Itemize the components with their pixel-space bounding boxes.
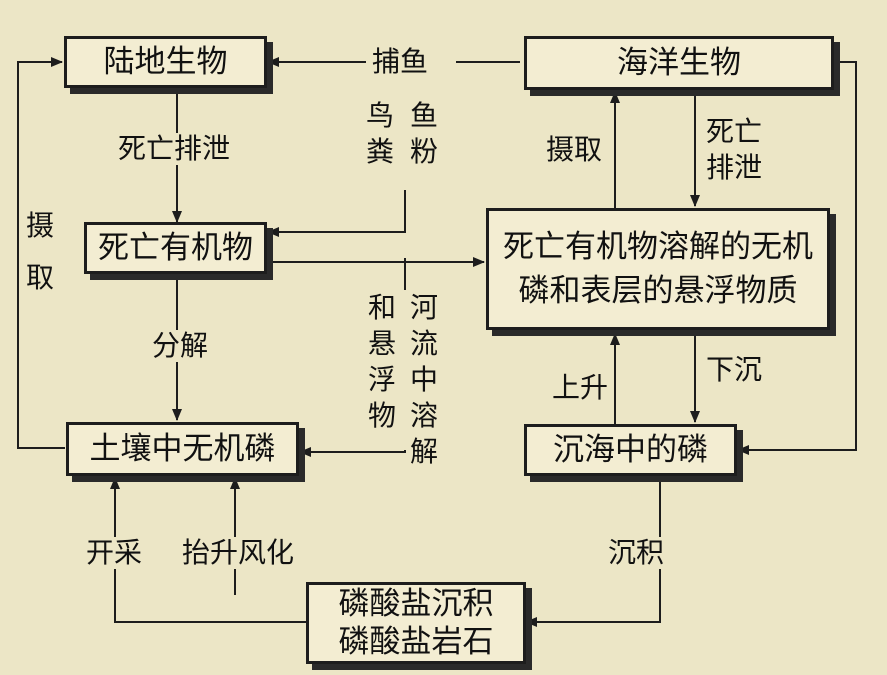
phosphate-rock-label: 磷酸盐岩石 xyxy=(338,624,494,660)
sea-sediment-phosphorus-box: 沉海中的磷 xyxy=(524,424,737,476)
upwelling-label: 上升 xyxy=(552,371,609,404)
phosphate-deposit-label: 磷酸盐沉积 xyxy=(338,586,494,622)
fishing-label: 捕鱼 xyxy=(372,45,429,78)
phosphate-rock-box: 磷酸盐沉积 磷酸盐岩石 xyxy=(306,582,526,664)
and-suspended-label: 和悬浮物 xyxy=(367,291,396,432)
dead-organic-matter-label: 死亡有机物 xyxy=(98,230,253,266)
sea-sediment-phosphorus-label: 沉海中的磷 xyxy=(553,432,708,468)
dissolved-phosphorus-line1: 死亡有机物溶解的无机 xyxy=(503,229,813,265)
arrow-mining xyxy=(110,477,306,623)
guano-label: 鸟粪 xyxy=(365,99,394,168)
ocean-organisms-box: 海洋生物 xyxy=(524,36,834,90)
dissolved-phosphorus-box: 死亡有机物溶解的无机 磷和表层的悬浮物质 xyxy=(486,208,830,330)
uptake-land-label: 摄取 xyxy=(25,209,54,294)
arrow-deposition xyxy=(525,476,661,627)
river-dissolved-label: 河流中溶解 xyxy=(409,291,438,468)
decompose-label: 分解 xyxy=(150,329,211,362)
death-excretion-land-label: 死亡排泄 xyxy=(116,132,233,165)
excretion-label: 排泄 xyxy=(706,151,763,184)
ocean-organisms-label: 海洋生物 xyxy=(617,45,741,81)
arrow-ocean-right-loop xyxy=(737,61,857,455)
land-organisms-label: 陆地生物 xyxy=(103,44,228,80)
mining-label: 开采 xyxy=(84,536,145,569)
soil-inorganic-phosphorus-label: 土壤中无机磷 xyxy=(89,431,276,467)
arrow-soil-uptake-to-land xyxy=(17,57,65,449)
soil-inorganic-phosphorus-box: 土壤中无机磷 xyxy=(66,422,299,476)
uptake-ocean-label: 摄取 xyxy=(546,133,603,166)
deposition-label: 沉积 xyxy=(606,536,667,569)
land-organisms-box: 陆地生物 xyxy=(64,36,267,88)
sinking-label: 下沉 xyxy=(706,353,763,386)
fishmeal-label: 鱼粉 xyxy=(409,99,438,168)
uplift-weathering-label: 抬升风化 xyxy=(180,536,297,569)
dissolved-phosphorus-line2: 磷和表层的悬浮物质 xyxy=(518,273,798,309)
dead-organic-matter-box: 死亡有机物 xyxy=(84,222,267,274)
arrow-guano-fishmeal xyxy=(267,190,406,237)
death-label: 死亡 xyxy=(706,115,763,148)
